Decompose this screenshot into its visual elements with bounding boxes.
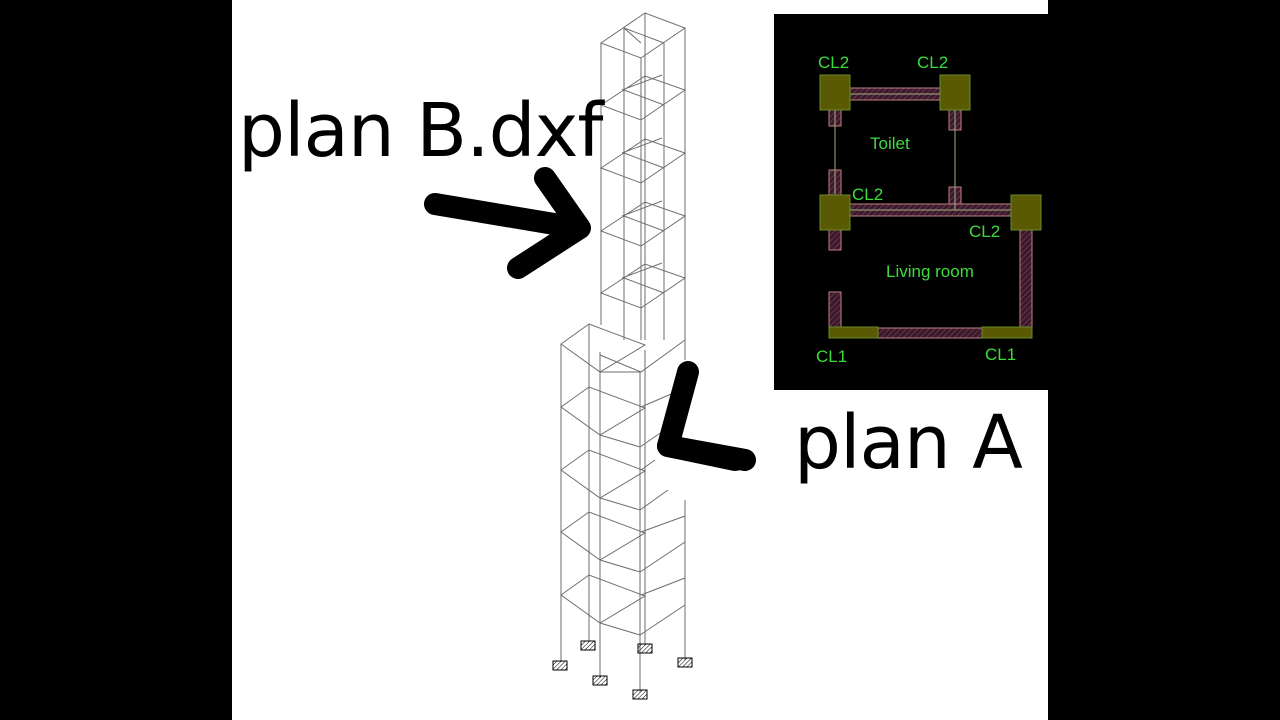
floor-plan-inset: CL2 CL2 CL2 CL2 CL1 CL1 Toilet Living ro… (774, 14, 1048, 390)
column-cl2 (819, 74, 851, 111)
column-label: CL2 (917, 53, 949, 72)
column-label: CL1 (985, 345, 1017, 364)
column-label: CL2 (818, 53, 850, 72)
arrow-to-plan-b-icon (424, 167, 756, 471)
column-cl2 (819, 194, 851, 231)
drawing-canvas: plan B.dxf plan A (232, 0, 1048, 720)
column-label: CL1 (816, 347, 848, 366)
column-cl2 (939, 74, 971, 111)
column-cl1 (981, 326, 1033, 339)
column-label: CL2 (969, 222, 1001, 241)
column-label: CL2 (852, 185, 884, 204)
room-label-living-room: Living room (886, 262, 974, 281)
plan-b-label: plan B.dxf (238, 88, 603, 174)
building-frame-wireframe (552, 12, 693, 700)
room-label-toilet: Toilet (870, 134, 910, 153)
column-cl1 (828, 326, 879, 339)
plan-a-label: plan A (794, 400, 1023, 486)
column-cl2 (1010, 194, 1042, 231)
support-icons (552, 640, 693, 700)
